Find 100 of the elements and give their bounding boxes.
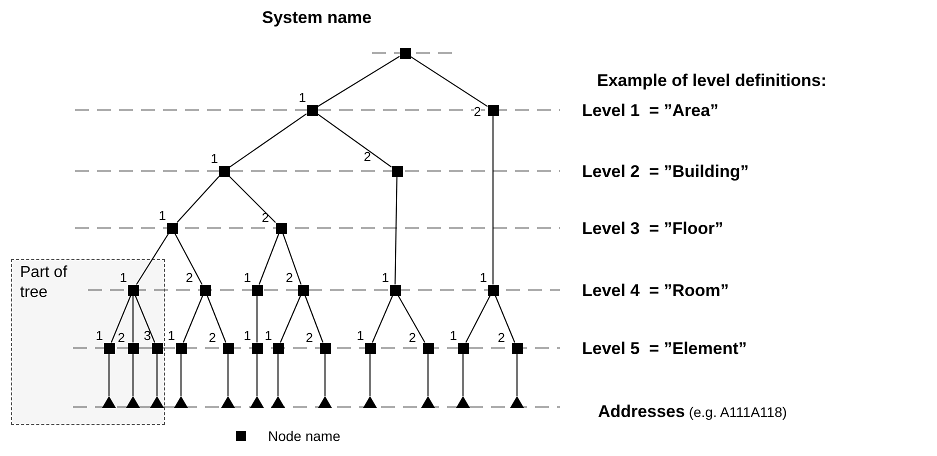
tree-branch bbox=[492, 116, 494, 284]
level-definition: Level 1 = ”Area” bbox=[582, 101, 719, 121]
tree-branch bbox=[410, 56, 488, 107]
address-triangle bbox=[150, 396, 164, 408]
address-triangle bbox=[250, 396, 264, 408]
branch-number: 3 bbox=[144, 329, 151, 342]
address-triangle bbox=[221, 396, 235, 408]
branch-number: 1 bbox=[264, 329, 272, 342]
branch-number: 2 bbox=[286, 271, 293, 284]
tree-branch bbox=[258, 233, 280, 285]
address-note: Addresses (e.g. A111A118) bbox=[598, 402, 787, 422]
node-square bbox=[276, 222, 286, 234]
tree-branch bbox=[110, 295, 132, 343]
branch-number: 1 bbox=[168, 329, 175, 342]
node-square bbox=[104, 342, 114, 354]
node-square bbox=[218, 166, 230, 176]
node-square bbox=[458, 342, 468, 354]
node-square bbox=[364, 342, 376, 354]
branch-number: 2 bbox=[364, 150, 371, 163]
tree-branch bbox=[324, 354, 326, 396]
tree-branch bbox=[108, 354, 110, 396]
tree-branch bbox=[174, 233, 203, 285]
tree-branch bbox=[427, 354, 429, 396]
tree-branch bbox=[136, 233, 169, 285]
level-definition: Level 5 = ”Element” bbox=[582, 339, 747, 359]
address-triangle bbox=[421, 396, 435, 408]
branch-number: 2 bbox=[408, 331, 416, 344]
branch-number: 2 bbox=[208, 331, 216, 344]
dashed-area bbox=[11, 258, 165, 425]
tree-branch bbox=[180, 354, 182, 396]
node-square bbox=[252, 284, 262, 296]
node-square bbox=[390, 284, 400, 296]
node-square bbox=[400, 48, 410, 58]
tree-branch bbox=[282, 233, 302, 285]
address-triangle bbox=[102, 396, 116, 408]
branch-number: 1 bbox=[480, 271, 487, 284]
tree-branch bbox=[227, 354, 229, 396]
address-triangle bbox=[510, 396, 524, 408]
tree-branch bbox=[304, 295, 324, 343]
branch-number: 1 bbox=[158, 209, 166, 222]
tree-branch bbox=[182, 295, 204, 343]
node-square bbox=[488, 284, 498, 296]
node-square bbox=[222, 342, 234, 354]
node-square bbox=[152, 342, 162, 354]
branch-number: 1 bbox=[96, 329, 103, 342]
tree-branch bbox=[256, 296, 258, 342]
tree-branch bbox=[132, 354, 134, 396]
tree-branch bbox=[317, 56, 400, 108]
tree-branch bbox=[156, 354, 158, 396]
tree-branch bbox=[462, 354, 464, 396]
node-square bbox=[320, 342, 330, 354]
address-triangle bbox=[126, 396, 140, 408]
tree-branch bbox=[134, 295, 156, 343]
level-definition: Level 2 = ”Building” bbox=[582, 162, 749, 182]
tree-branch bbox=[465, 295, 491, 343]
branch-number: 1 bbox=[210, 152, 218, 165]
tree-branch bbox=[176, 176, 220, 223]
node-square bbox=[166, 222, 178, 234]
legend-label: Node name bbox=[268, 428, 340, 444]
node-square bbox=[488, 104, 498, 116]
tree-branch bbox=[206, 295, 226, 343]
tree-branch bbox=[394, 176, 398, 284]
branch-number: 1 bbox=[120, 271, 127, 284]
tree-branch bbox=[494, 295, 516, 343]
branch-number: 1 bbox=[382, 271, 389, 284]
branch-number: 2 bbox=[498, 331, 505, 344]
branch-number: 1 bbox=[244, 329, 251, 342]
tree-branch bbox=[277, 354, 279, 396]
tree-branch bbox=[516, 354, 518, 396]
address-triangle bbox=[318, 396, 332, 408]
node-square bbox=[422, 342, 434, 354]
tree-branch bbox=[369, 354, 371, 396]
address-triangle bbox=[456, 396, 470, 408]
diagram-title: System name bbox=[262, 8, 372, 28]
node-square bbox=[392, 166, 402, 176]
branch-number: 1 bbox=[450, 329, 457, 342]
node-square bbox=[272, 342, 284, 354]
tree-branch bbox=[372, 295, 394, 343]
branch-number: 2 bbox=[118, 331, 125, 344]
branch-number: 1 bbox=[244, 271, 251, 284]
node-square bbox=[128, 342, 138, 354]
node-square bbox=[176, 342, 186, 354]
node-square bbox=[252, 342, 262, 354]
branch-number: 2 bbox=[306, 331, 313, 344]
branch-number: 1 bbox=[298, 91, 306, 104]
branch-number: 1 bbox=[356, 329, 364, 342]
address-triangle bbox=[271, 396, 285, 408]
heading: Example of level definitions: bbox=[597, 71, 827, 91]
area-label: Part of tree bbox=[20, 262, 68, 302]
level-definition: Level 4 = ”Room” bbox=[582, 281, 729, 301]
tree-branch bbox=[132, 296, 134, 342]
node-square bbox=[298, 284, 308, 296]
node-square bbox=[128, 284, 138, 296]
tree-branch bbox=[229, 113, 307, 168]
address-triangle bbox=[174, 396, 188, 408]
branch-number: 2 bbox=[474, 105, 481, 118]
tree-branch bbox=[229, 176, 276, 223]
branch-number: 2 bbox=[186, 271, 193, 284]
tree-branch bbox=[398, 295, 426, 343]
level-definition: Level 3 = ”Floor” bbox=[582, 219, 724, 239]
